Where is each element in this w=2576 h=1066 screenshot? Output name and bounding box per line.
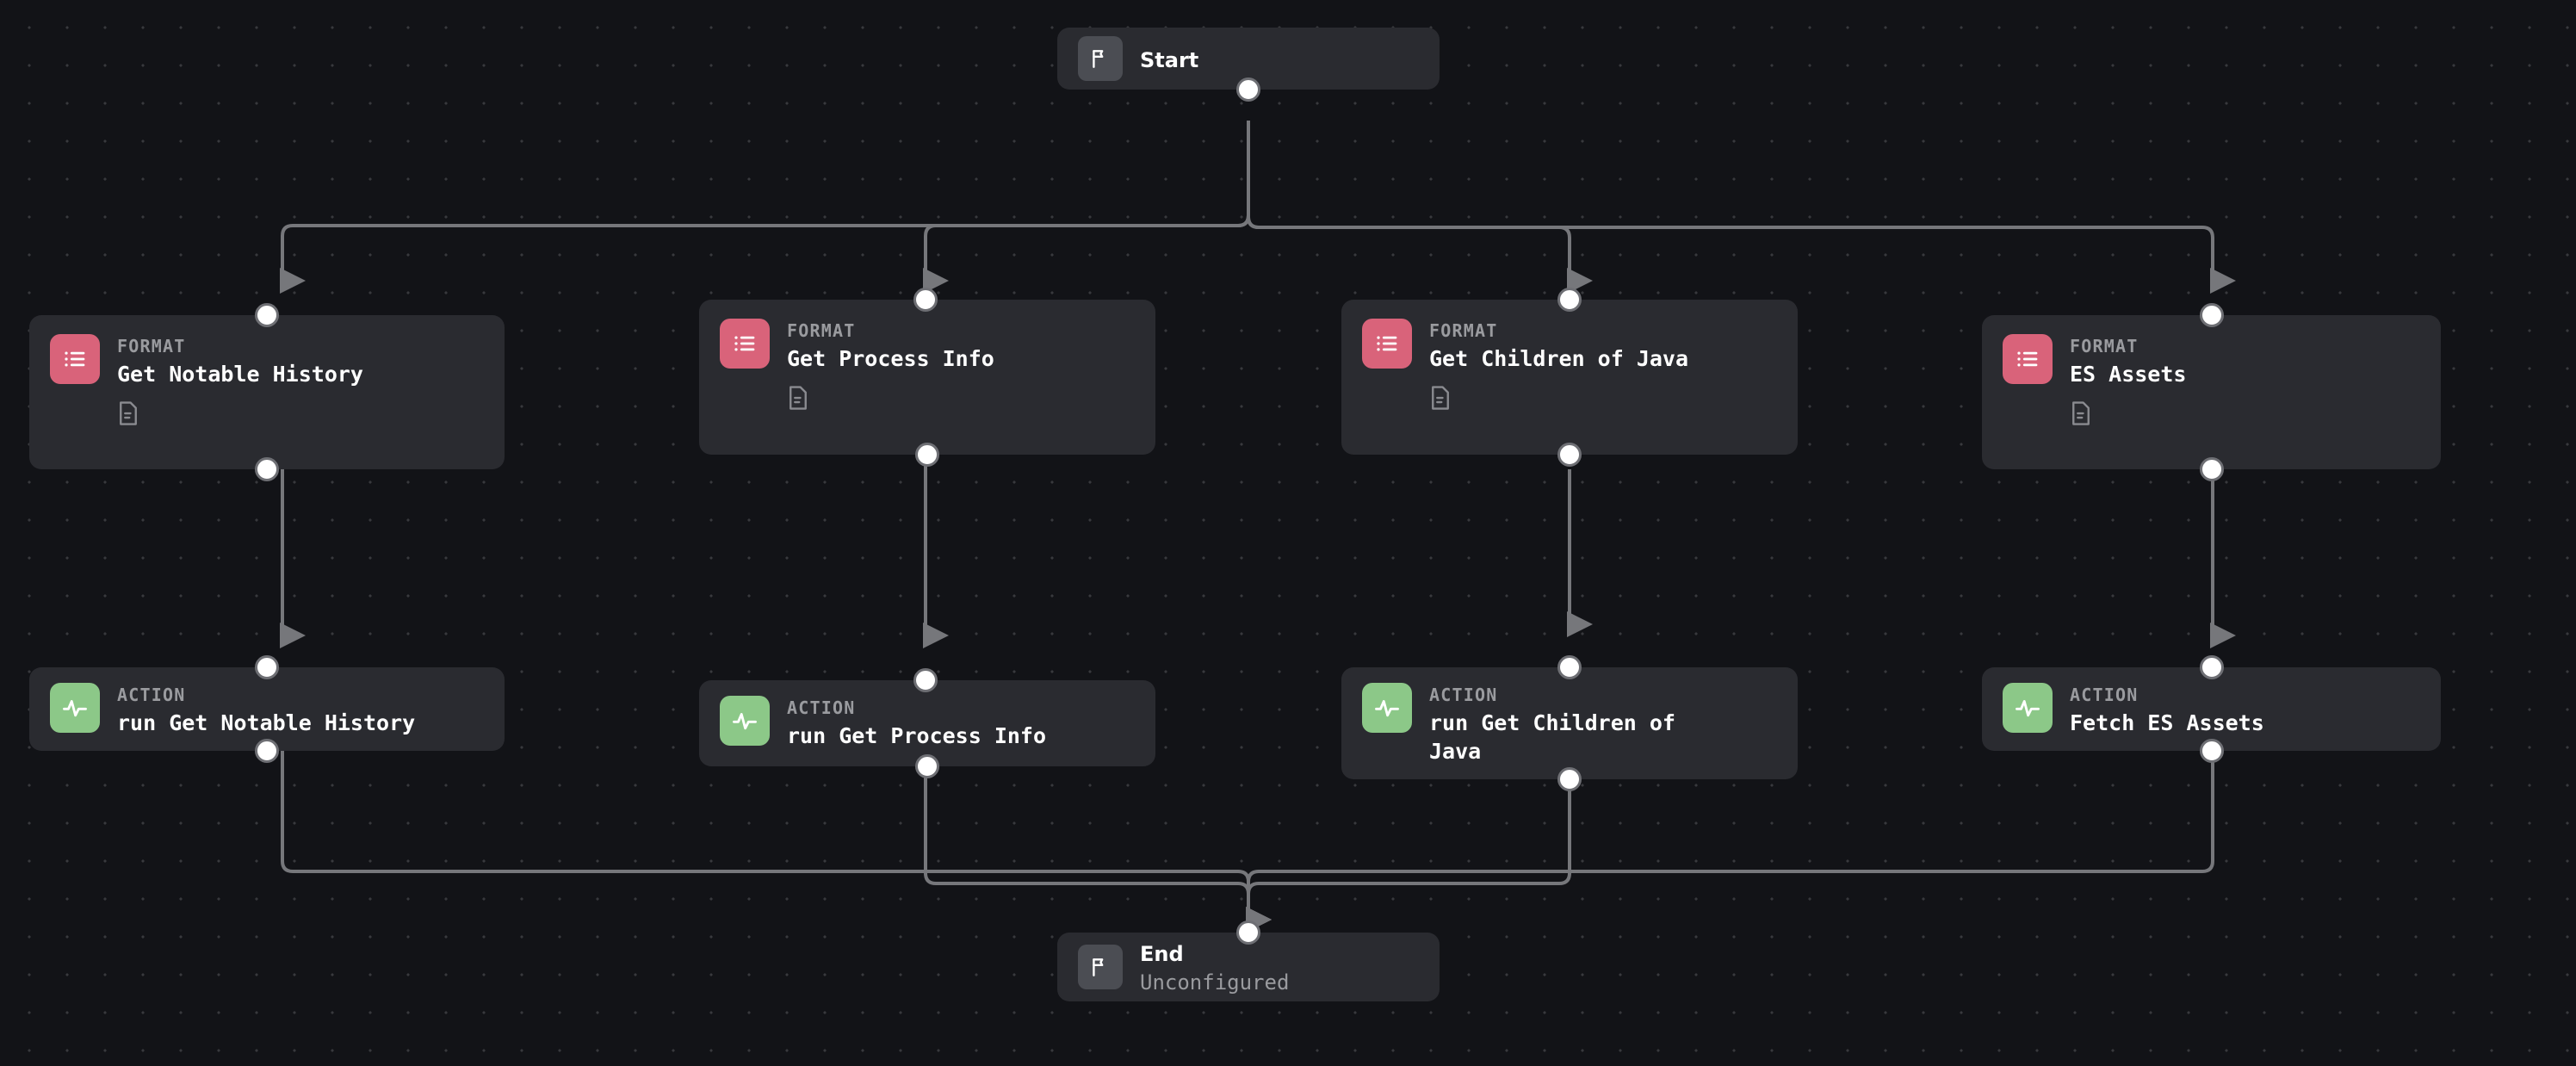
node-kicker: FORMAT <box>117 336 186 356</box>
node-kicker: FORMAT <box>787 320 856 341</box>
node-kicker: FORMAT <box>1429 320 1498 341</box>
handle-action-2-target[interactable] <box>913 668 938 692</box>
node-format-get-notable-history[interactable]: FORMAT Get Notable History <box>29 303 505 481</box>
edge-start-to-format-2 <box>923 121 1250 294</box>
handle-action-3-target[interactable] <box>1557 655 1582 679</box>
node-kicker: ACTION <box>1429 685 1498 705</box>
node-format-get-children-of-java[interactable]: FORMAT Get Children of Java <box>1341 300 1798 467</box>
handle-source[interactable] <box>2199 457 2224 481</box>
pulse-icon <box>2003 683 2053 733</box>
document-icon <box>1341 373 1798 411</box>
node-start-title: Start <box>1140 47 1199 72</box>
edge-start-to-format-3 <box>1247 121 1593 294</box>
handle-end-target[interactable] <box>1236 920 1260 945</box>
node-end-title: End <box>1140 942 1184 967</box>
handle-target[interactable] <box>2199 303 2224 327</box>
handle-source[interactable] <box>915 754 939 778</box>
document-icon <box>699 373 1155 411</box>
node-end-subtitle: Unconfigured <box>1140 970 1290 995</box>
node-title: Get Notable History <box>117 362 363 387</box>
pulse-icon <box>720 696 770 746</box>
node-title: run Get Process Info <box>787 723 1047 748</box>
handle-source[interactable] <box>1557 443 1582 467</box>
handle-format-3-target[interactable] <box>1557 288 1582 312</box>
pulse-icon <box>1362 683 1412 733</box>
node-title: Get Children of Java <box>1429 346 1689 371</box>
handle-start-source[interactable] <box>1236 77 1260 102</box>
node-end[interactable]: End Unconfigured <box>1057 920 1440 1001</box>
node-action-run-get-process-info[interactable]: ACTION run Get Process Info <box>699 680 1155 778</box>
node-kicker: ACTION <box>2070 685 2139 705</box>
node-title: Fetch ES Assets <box>2070 710 2264 735</box>
node-title: ES Assets <box>2070 362 2187 387</box>
node-title: run Get Notable History <box>117 710 416 735</box>
node-title: run Get Children of Java <box>1429 710 1689 764</box>
handle-target[interactable] <box>255 655 279 679</box>
handle-source[interactable] <box>915 443 939 467</box>
edge-start-to-format-1 <box>280 121 1250 294</box>
document-icon <box>29 388 505 426</box>
handle-format-2-target[interactable] <box>913 288 938 312</box>
node-kicker: ACTION <box>787 697 856 718</box>
edge-action-1-to-end <box>281 751 1272 933</box>
node-action-fetch-es-assets[interactable]: ACTION Fetch ES Assets <box>1982 655 2441 763</box>
list-icon <box>2003 334 2053 384</box>
edge-action-2-to-end <box>924 766 1272 933</box>
node-start[interactable]: Start <box>1057 28 1440 102</box>
pulse-icon <box>50 683 100 733</box>
node-format-get-process-info[interactable]: FORMAT Get Process Info <box>699 300 1155 467</box>
list-icon <box>1362 319 1412 369</box>
handle-target[interactable] <box>2199 655 2224 679</box>
edge-action-3-to-end <box>1246 779 1571 933</box>
handle-source[interactable] <box>1557 767 1582 791</box>
edge-action-4-to-end <box>1246 751 2214 933</box>
node-action-run-get-children-of-java[interactable]: ACTION run Get Children of Java <box>1341 667 1798 791</box>
handle-target[interactable] <box>255 303 279 327</box>
node-kicker: ACTION <box>117 685 186 705</box>
node-title: Get Process Info <box>787 346 994 371</box>
handle-source[interactable] <box>255 739 279 763</box>
list-icon <box>720 319 770 369</box>
flag-icon <box>1078 36 1123 81</box>
node-format-es-assets[interactable]: FORMAT ES Assets <box>1982 303 2441 481</box>
handle-source[interactable] <box>255 457 279 481</box>
node-kicker: FORMAT <box>2070 336 2139 356</box>
list-icon <box>50 334 100 384</box>
node-action-run-get-notable-history[interactable]: ACTION run Get Notable History <box>29 655 505 763</box>
flag-icon <box>1078 945 1123 989</box>
edge-start-to-format-4 <box>1247 121 2236 294</box>
document-icon <box>1982 388 2441 426</box>
handle-source[interactable] <box>2199 739 2224 763</box>
